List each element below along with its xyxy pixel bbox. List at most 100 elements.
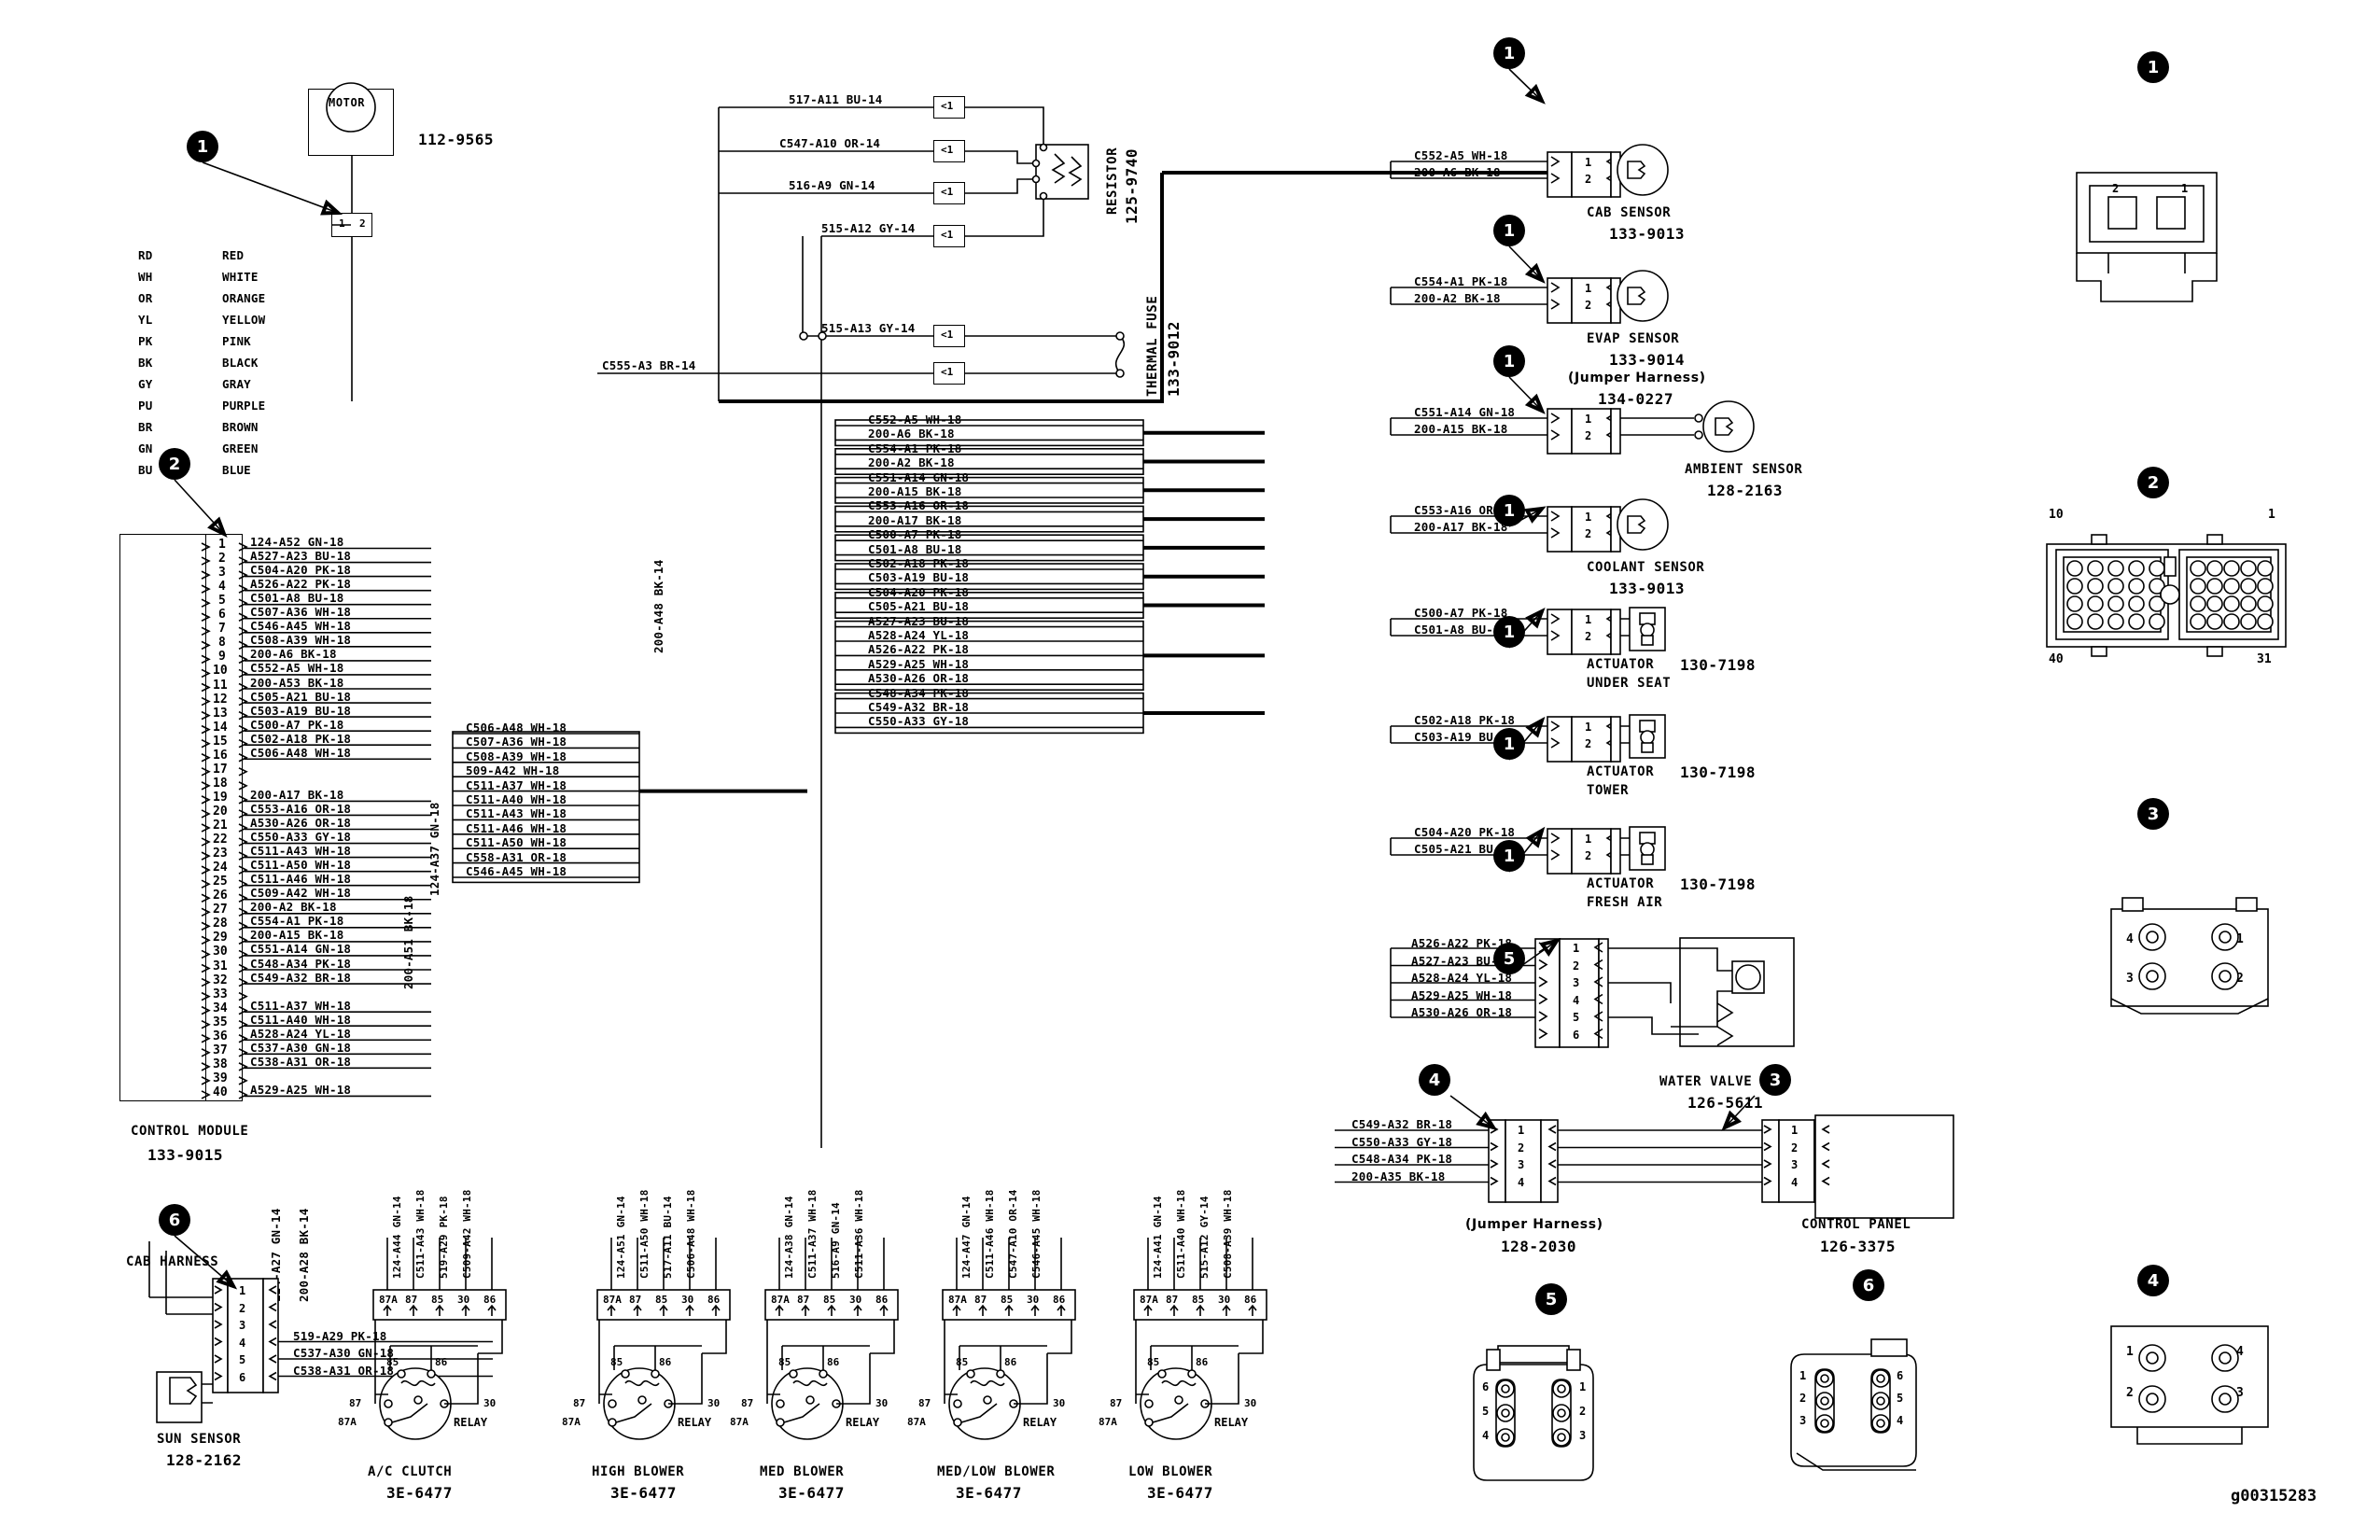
center-bundle-wire-label: A528-A24 YL-18 bbox=[868, 628, 970, 642]
splice-box-2 bbox=[933, 140, 965, 162]
ref5-pin-label: 6 bbox=[1482, 1380, 1490, 1393]
relay-sub-label: RELAY bbox=[846, 1416, 880, 1429]
control-module-pin-number: 5 bbox=[218, 594, 226, 609]
callout-bullet: 3 bbox=[1759, 1064, 1791, 1096]
relay-top-pin: 87A bbox=[771, 1294, 790, 1306]
control-module-pin-number: 15 bbox=[213, 734, 228, 749]
control-module-pin-number: 3 bbox=[218, 566, 226, 581]
control-module-wire-label: C548-A34 PK-18 bbox=[250, 956, 352, 971]
legend-color-name: PINK bbox=[222, 334, 251, 348]
motor-label: MOTOR bbox=[329, 96, 366, 109]
control-module-pin-number: 18 bbox=[213, 776, 228, 791]
legend-abbr: BR bbox=[138, 420, 153, 434]
ref5-pin-label: 4 bbox=[1482, 1429, 1490, 1442]
center-bundle-wire-label: C549-A32 BR-18 bbox=[868, 700, 970, 714]
control-module-pin-number: 28 bbox=[213, 917, 228, 931]
control-module-pin-number: 39 bbox=[213, 1071, 228, 1085]
jumper-harness-note-part: 134-0227 bbox=[1598, 390, 1674, 408]
relay-top-pin: 85 bbox=[431, 1294, 444, 1306]
control-module-part-number: 133-9015 bbox=[147, 1146, 224, 1164]
ref1-pin-label: 2 bbox=[2112, 182, 2120, 195]
device-pin-number: 2 bbox=[1585, 429, 1592, 442]
device-pin-number: 1 bbox=[1585, 511, 1592, 524]
control-module-wire-label: C500-A7 PK-18 bbox=[250, 717, 344, 732]
center-bundle-wire-label: 200-A15 BK-18 bbox=[868, 484, 962, 498]
relay-side-pin: 85 bbox=[778, 1356, 791, 1368]
device-pin-number: 2 bbox=[1585, 849, 1592, 862]
ref2-pin-label: 10 bbox=[2049, 508, 2064, 522]
device-name-line1: ACTUATOR bbox=[1587, 657, 1655, 672]
control-module-wire-label: 200-A53 BK-18 bbox=[250, 675, 344, 690]
ref4-pin-label: 4 bbox=[2236, 1345, 2244, 1359]
relay-top-pin: 87A bbox=[603, 1294, 622, 1306]
jumper-harness-bottom-name: (Jumper Harness) bbox=[1465, 1217, 1603, 1232]
device-wire-label: C504-A20 PK-18 bbox=[1414, 825, 1516, 839]
legend-color-name: RED bbox=[222, 248, 245, 262]
legend-color-name: BLACK bbox=[222, 356, 259, 370]
jumper-harness-wire-label: C548-A34 PK-18 bbox=[1351, 1152, 1453, 1166]
callout-bullet: 3 bbox=[2137, 798, 2169, 830]
device-wire-label: C500-A7 PK-18 bbox=[1414, 606, 1508, 620]
device-name-line2: UNDER SEAT bbox=[1587, 676, 1672, 691]
control-module-pin-strip bbox=[205, 534, 243, 1101]
device-pin-number: 1 bbox=[1585, 156, 1592, 169]
control-module-wire-label: C511-A46 WH-18 bbox=[250, 872, 352, 887]
relay-top-pin: 30 bbox=[1218, 1294, 1231, 1306]
device-name: CAB SENSOR bbox=[1587, 205, 1672, 220]
relay-top-pin: 87 bbox=[974, 1294, 987, 1306]
relay-side-pin: 87 bbox=[918, 1397, 931, 1409]
relay-top-pin: 85 bbox=[1001, 1294, 1014, 1306]
control-panel-name: CONTROL PANEL bbox=[1801, 1217, 1911, 1232]
relay-top-pin: 86 bbox=[707, 1294, 721, 1306]
relay-sub-label: RELAY bbox=[1023, 1416, 1057, 1429]
mid-bundle-wire-label: C511-A46 WH-18 bbox=[466, 820, 567, 835]
relay-part-number: 3E-6477 bbox=[1147, 1484, 1213, 1502]
device-wire-label: C552-A5 WH-18 bbox=[1414, 148, 1508, 162]
mid-bundle-wire-label: C506-A48 WH-18 bbox=[466, 721, 567, 735]
splice-box-3-label: <1 bbox=[941, 186, 954, 198]
control-module-wire-label: C553-A16 OR-18 bbox=[250, 801, 352, 816]
device-pin-number: 1 bbox=[1585, 721, 1592, 734]
relay-side-pin: 30 bbox=[875, 1397, 889, 1409]
legend-color-name: GREEN bbox=[222, 441, 259, 455]
jumper-harness-bottom-part: 128-2030 bbox=[1501, 1238, 1577, 1255]
device-part-number: 130-7198 bbox=[1680, 656, 1757, 674]
device-part-number: 133-9013 bbox=[1609, 225, 1686, 243]
mid-bundle-wire-label: C508-A39 WH-18 bbox=[466, 749, 567, 763]
water-valve-pin-number: 1 bbox=[1573, 942, 1580, 955]
device-pin-number: 1 bbox=[1585, 833, 1592, 846]
relay-side-pin: 86 bbox=[435, 1356, 448, 1368]
device-wire-label: C551-A14 GN-18 bbox=[1414, 405, 1516, 419]
control-module-wire-label: 200-A2 BK-18 bbox=[250, 900, 337, 915]
control-module-pin-number: 34 bbox=[213, 1001, 228, 1015]
legend-color-name: ORANGE bbox=[222, 291, 266, 305]
device-wire-label: C554-A1 PK-18 bbox=[1414, 274, 1508, 288]
ref3-pin-label: 4 bbox=[2126, 932, 2134, 946]
device-pin-number: 1 bbox=[1585, 613, 1592, 626]
control-module-wire-label: C550-A33 GY-18 bbox=[250, 830, 352, 845]
ref6-pin-label: 3 bbox=[1799, 1414, 1807, 1427]
legend-color-name: GRAY bbox=[222, 377, 251, 391]
control-module-wire-label: C549-A32 BR-18 bbox=[250, 970, 352, 985]
ref5-pin-label: 1 bbox=[1579, 1380, 1587, 1393]
legend-abbr: PK bbox=[138, 334, 153, 348]
motor-pin-1: 1 bbox=[339, 217, 345, 230]
control-module-wire-label: 124-A52 GN-18 bbox=[250, 535, 344, 549]
callout-bullet: 6 bbox=[159, 1204, 190, 1236]
mid-bundle-wire-label: C558-A31 OR-18 bbox=[466, 849, 567, 864]
relay-side-pin: 87A bbox=[562, 1416, 581, 1428]
jumper-harness-wire-label: C549-A32 BR-18 bbox=[1351, 1117, 1453, 1131]
control-module-wire-label: C511-A37 WH-18 bbox=[250, 998, 352, 1013]
control-module-pin-number: 9 bbox=[218, 650, 226, 665]
wire-label-c547-a10: C547-A10 OR-14 bbox=[779, 136, 881, 150]
legend-abbr: YL bbox=[138, 313, 153, 327]
wire-label-c555-a3: C555-A3 BR-14 bbox=[602, 358, 696, 372]
ref6-pin-label: 4 bbox=[1897, 1414, 1904, 1427]
control-module-pin-number: 20 bbox=[213, 804, 228, 819]
wire-label-516-a9: 516-A9 GN-14 bbox=[789, 178, 875, 192]
relay-name: LOW BLOWER bbox=[1128, 1464, 1213, 1479]
device-pin-number: 1 bbox=[1585, 282, 1592, 295]
relay-top-pin: 87 bbox=[1166, 1294, 1179, 1306]
relay-side-pin: 86 bbox=[1004, 1356, 1017, 1368]
